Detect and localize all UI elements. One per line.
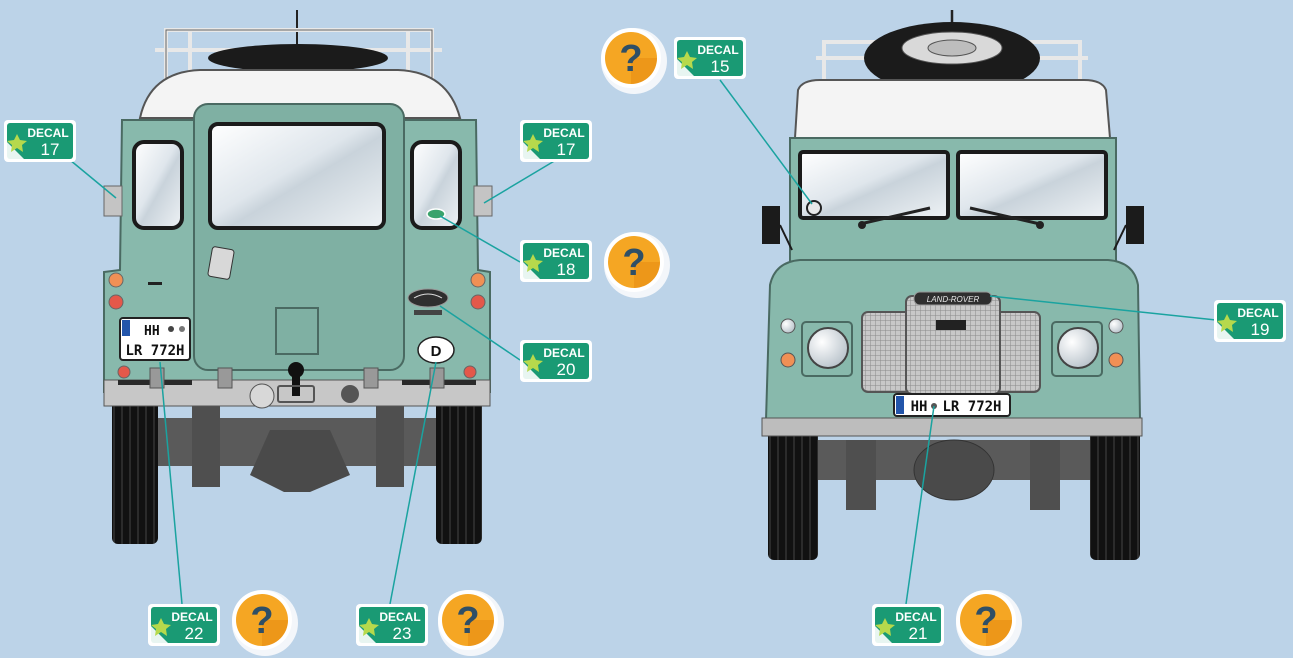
rear-number-plate: HH LR 772H	[120, 318, 190, 360]
rear-left-side-window	[134, 142, 182, 228]
help-button-rear-22[interactable]: ?	[232, 590, 298, 656]
decal-badge-word: DECAL	[379, 610, 420, 624]
country-oval: D	[418, 337, 454, 363]
front-number-plate: HH LR 772H	[894, 394, 1010, 416]
decal-badge-word: DECAL	[171, 610, 212, 624]
front-plate-left: HH	[911, 399, 928, 415]
right-headlamp	[1058, 328, 1098, 368]
decal-badge-number: 18	[557, 260, 576, 279]
rear-right-wheel	[436, 388, 482, 544]
front-roof	[795, 80, 1110, 138]
question-mark-icon: ?	[619, 38, 642, 80]
rear-land-rover-badge	[408, 289, 448, 315]
decal-badge-word: DECAL	[543, 126, 584, 140]
decal-badge-number: 19	[1251, 320, 1270, 339]
decal-badge-word: DECAL	[543, 246, 584, 260]
help-button-rear-23[interactable]: ?	[438, 590, 504, 656]
question-mark-icon: ?	[456, 600, 479, 642]
help-button-rear-18[interactable]: ?	[604, 232, 670, 298]
front-bumper	[762, 418, 1142, 436]
rear-door-window	[210, 124, 384, 228]
rear-view-vehicle: HH LR 772H D	[104, 10, 492, 544]
grille-badge: LAND-ROVER	[914, 292, 992, 305]
svg-text:D: D	[431, 343, 442, 360]
left-headlamp	[808, 328, 848, 368]
rear-door-handle	[208, 246, 235, 279]
question-mark-icon: ?	[974, 600, 997, 642]
rear-plate-line2: LR 772H	[125, 343, 184, 359]
decal-badge-number: 20	[557, 360, 576, 379]
decal-badge-number: 23	[393, 624, 412, 643]
decal-badge-number: 17	[41, 140, 60, 159]
decal-badge-number: 22	[185, 624, 204, 643]
front-right-wheel	[1090, 420, 1140, 560]
rear-right-mirror	[474, 186, 492, 216]
front-plate-right: LR 772H	[942, 399, 1001, 415]
help-button-front-21[interactable]: ?	[956, 590, 1022, 656]
front-left-mirror	[762, 206, 780, 244]
rear-plate-line1: HH	[144, 324, 160, 339]
decal-badge-word: DECAL	[27, 126, 68, 140]
svg-text:LAND-ROVER: LAND-ROVER	[927, 295, 980, 304]
windscreen-sticker	[807, 201, 821, 215]
decal-badge-word: DECAL	[1237, 306, 1278, 320]
decal-badge-number: 15	[711, 57, 730, 76]
rear-left-wheel	[112, 388, 158, 544]
decal-badge-number: 17	[557, 140, 576, 159]
decal-badge-word: DECAL	[697, 43, 738, 57]
decal-badge-number: 21	[909, 624, 928, 643]
question-mark-icon: ?	[250, 600, 273, 642]
roof-spare-tyre	[208, 44, 388, 72]
front-left-wheel	[768, 420, 818, 560]
question-mark-icon: ?	[622, 242, 645, 284]
help-button-front-15[interactable]: ?	[601, 28, 667, 94]
windscreen-right	[958, 152, 1106, 218]
decal-badge-word: DECAL	[543, 346, 584, 360]
front-view-vehicle: LAND-ROVER HH LR 772H	[762, 10, 1144, 560]
front-right-mirror	[1126, 206, 1144, 244]
decal-badge-word: DECAL	[895, 610, 936, 624]
